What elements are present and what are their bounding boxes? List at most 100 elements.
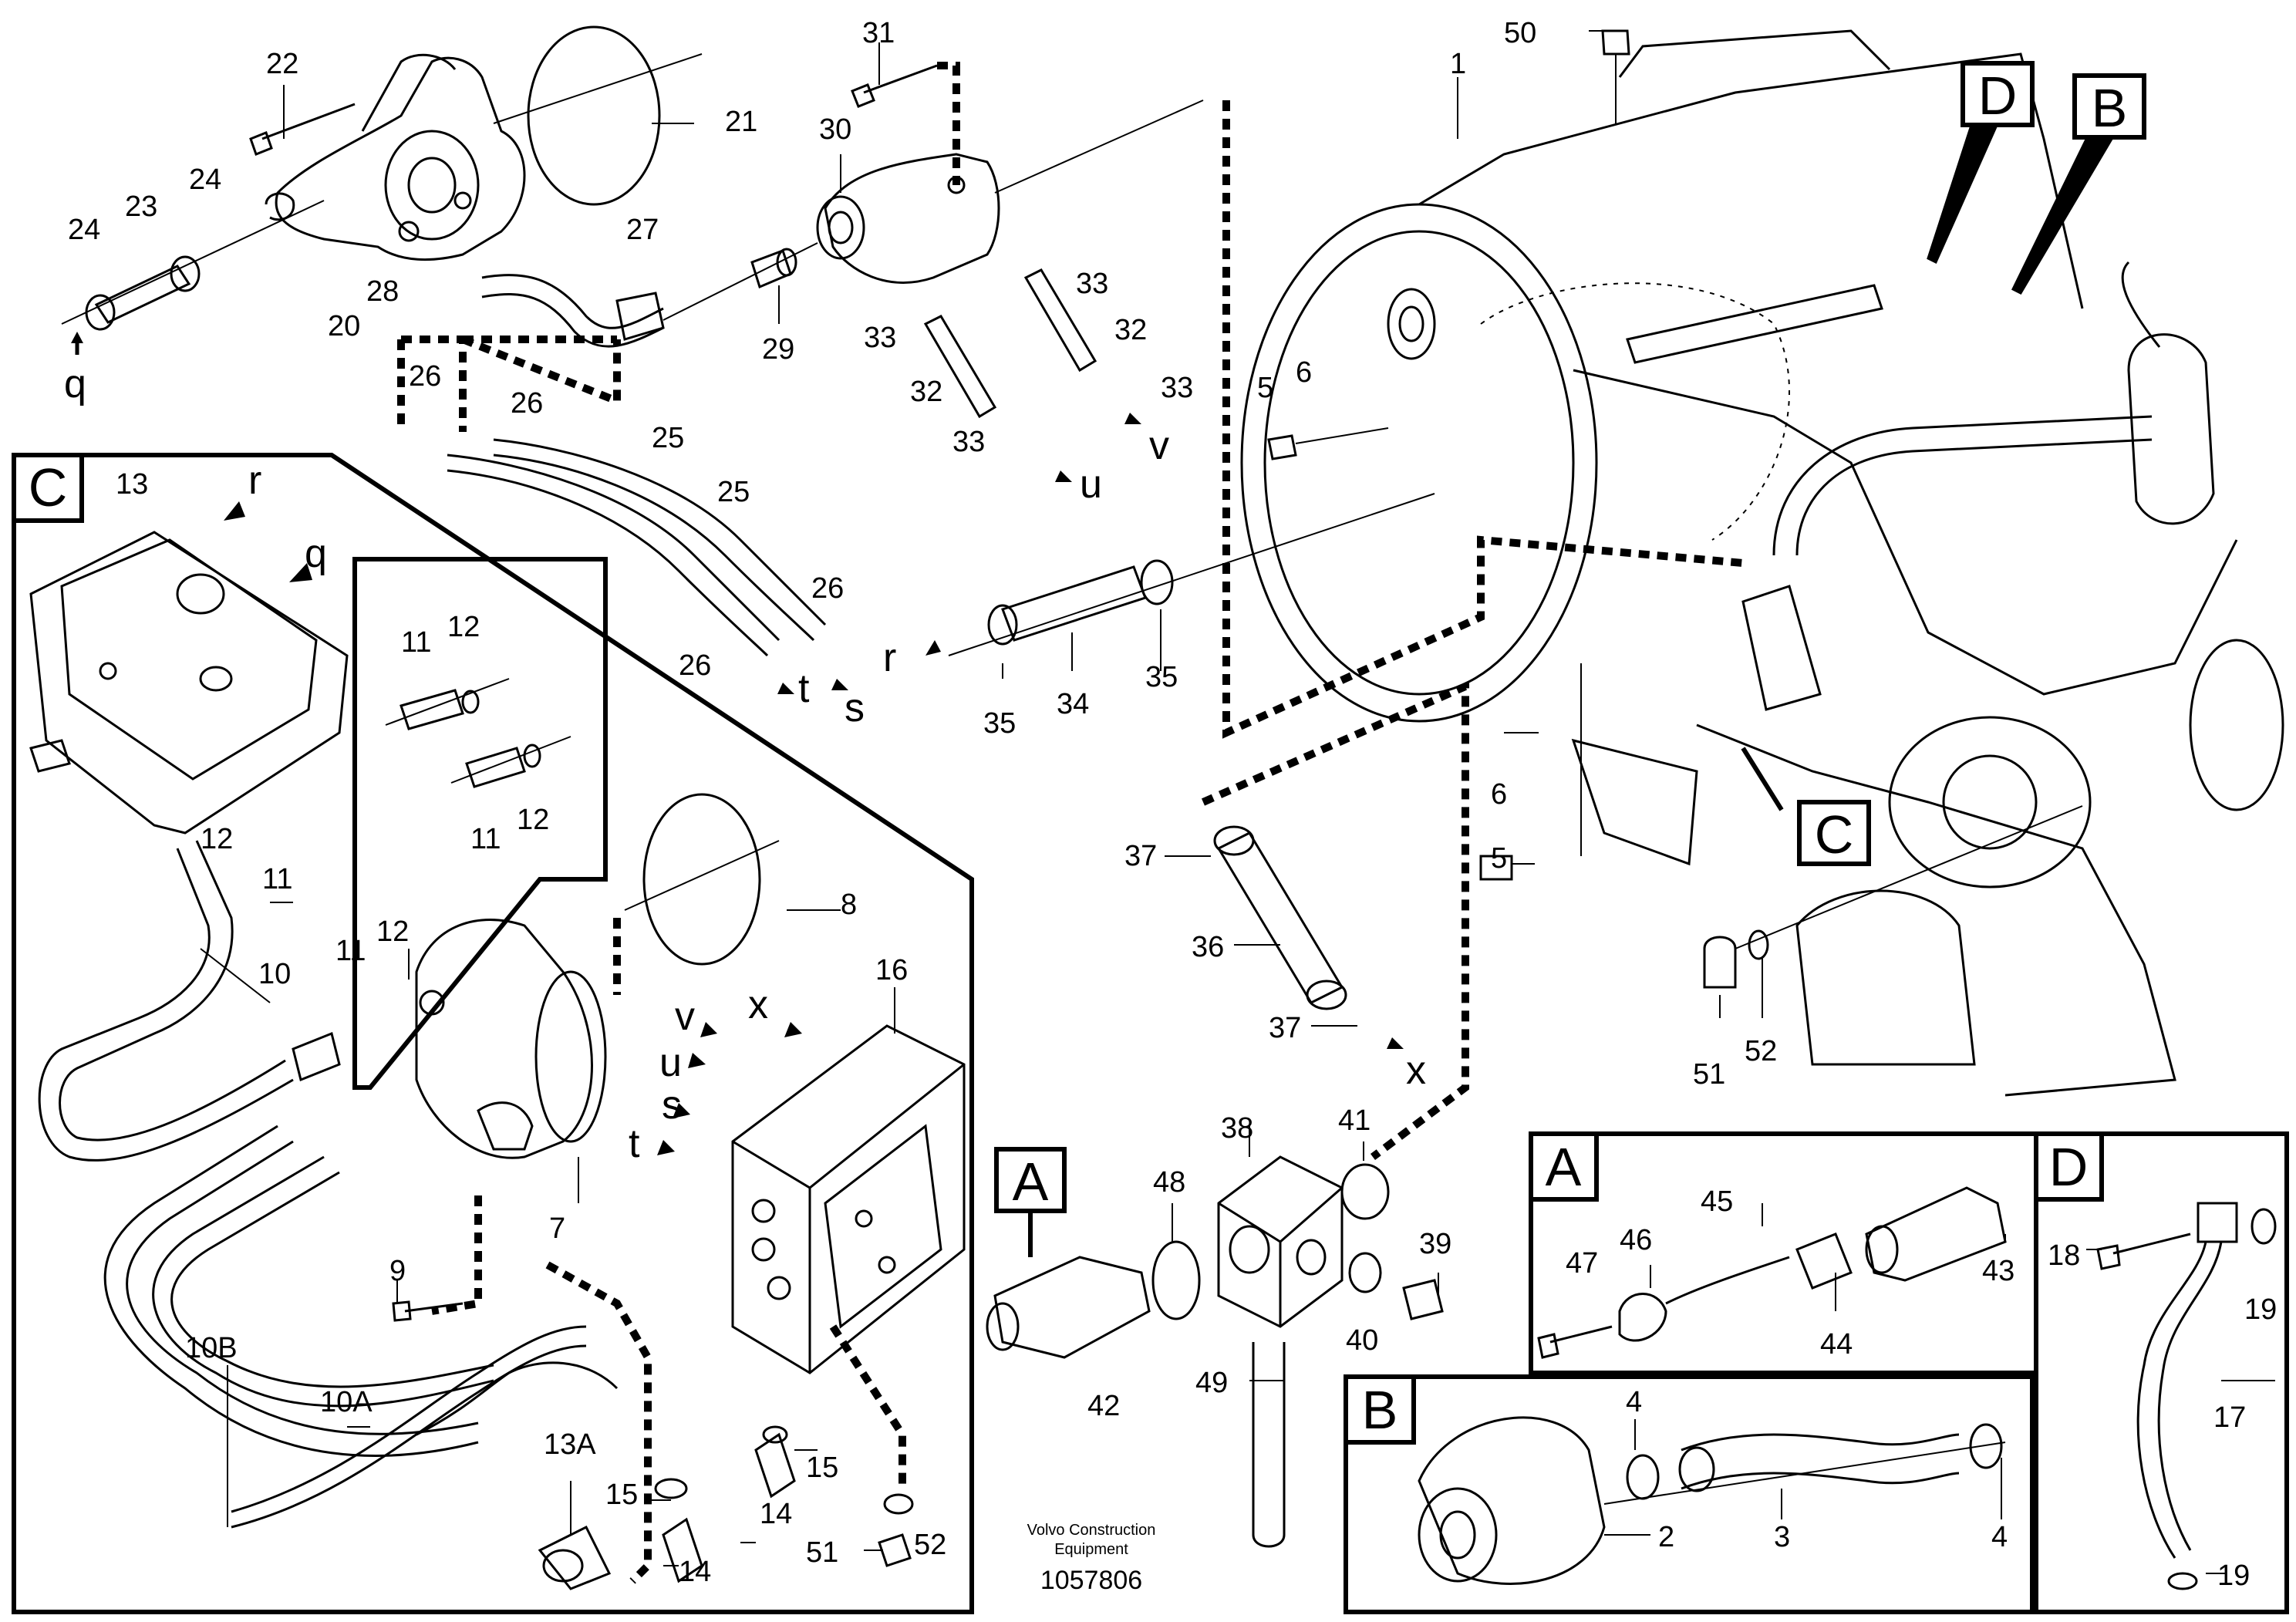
bolt-22: [249, 103, 356, 156]
callout-30: 30: [819, 113, 851, 146]
callout-3: 3: [1774, 1521, 1790, 1553]
connection-v: v: [675, 994, 695, 1039]
valve-30: [816, 153, 1000, 284]
detail-D-parts: [2096, 1202, 2277, 1590]
credit-line-1: Volvo Construction: [1027, 1522, 1156, 1539]
svg-text:C: C: [29, 457, 68, 518]
block-38: [1217, 1155, 1344, 1328]
callout-29: 29: [762, 333, 794, 366]
detail-frame-B: [1344, 1374, 2035, 1614]
callout-34: 34: [1057, 688, 1089, 720]
connection-r: r: [248, 458, 261, 503]
connection-letters: q r q r s t u v x v u s t x: [64, 332, 1426, 1166]
svg-text:B: B: [1362, 1380, 1398, 1440]
credit-line-2: Equipment: [1054, 1541, 1128, 1558]
callout-21: 21: [725, 106, 757, 138]
callout-11: 11: [335, 935, 366, 967]
svg-text:C: C: [1815, 804, 1854, 865]
marker-C-badge: C: [1797, 800, 1871, 866]
connection-u: u: [659, 1040, 682, 1085]
connection-u: u: [1080, 462, 1102, 507]
callout-43: 43: [1982, 1255, 2014, 1287]
leader-lines: [200, 30, 2275, 1574]
svg-text:A: A: [1546, 1137, 1582, 1197]
shaft-spline: [1387, 288, 1436, 360]
hose-10: [38, 840, 341, 1162]
callout-15: 15: [806, 1452, 838, 1484]
callout-33: 33: [864, 322, 896, 354]
connection-v: v: [1149, 423, 1169, 468]
detail-frame-C: [12, 453, 974, 1614]
callout-9: 9: [389, 1255, 406, 1287]
callout-12: 12: [376, 916, 409, 948]
callout-2: 2: [1658, 1521, 1674, 1553]
valve-body-16: [731, 1024, 966, 1374]
publisher-credit: Volvo Construction Equipment 1057806: [1027, 1522, 1156, 1595]
housing-7: [415, 919, 607, 1159]
tube-34: [948, 493, 1435, 656]
fitting-13A: [538, 1525, 612, 1590]
callout-51: 51: [806, 1536, 838, 1569]
connection-s: s: [662, 1083, 682, 1128]
transmission-housing-1: [1240, 29, 2284, 1097]
callout-12: 12: [517, 804, 549, 836]
connection-x: x: [1406, 1048, 1426, 1093]
callout-45: 45: [1701, 1185, 1733, 1218]
seal-40: [1348, 1252, 1382, 1293]
hoses-10A-10B: [103, 1125, 619, 1529]
callout-20: 20: [328, 310, 360, 342]
svg-text:A: A: [1013, 1152, 1049, 1212]
hoses-25: [447, 438, 827, 657]
svg-text:D: D: [2049, 1137, 2089, 1197]
hose-49: [1252, 1342, 1286, 1548]
plug-5-6-lower: [1479, 663, 1582, 881]
callout-35: 35: [1145, 661, 1178, 693]
callout-12: 12: [201, 823, 233, 855]
detail-B-parts: [1418, 1416, 2006, 1585]
callout-5: 5: [1257, 372, 1273, 404]
callout-52: 52: [1745, 1035, 1777, 1067]
marker-B-badge: B: [2072, 73, 2146, 140]
connection-x: x: [748, 983, 768, 1027]
detail-C-badge: C: [12, 453, 84, 523]
plug-51-52-left: [878, 1493, 914, 1567]
document-number: 1057806: [1040, 1566, 1142, 1595]
callout-26: 26: [511, 387, 543, 420]
callout-labels: 22 24 23 24 20 28 27 21 31 30 29 33 33 3…: [68, 17, 2277, 1592]
callout-11: 11: [470, 823, 501, 855]
callout-16: 16: [875, 954, 908, 986]
callout-13: 13: [116, 468, 148, 501]
callout-32: 32: [910, 376, 942, 408]
callout-27: 27: [626, 214, 659, 246]
plug-50: [1601, 29, 1630, 123]
callout-19: 19: [2244, 1293, 2277, 1326]
bolt-31: [851, 64, 938, 108]
seal-48: [1151, 1240, 1201, 1320]
detail-A-parts: [1537, 1186, 2007, 1359]
callout-12: 12: [447, 611, 480, 643]
callout-10B: 10B: [185, 1332, 238, 1364]
callout-24: 24: [68, 214, 100, 246]
fitting-29: [750, 248, 797, 289]
callout-6: 6: [1296, 356, 1312, 389]
callout-47: 47: [1566, 1247, 1598, 1280]
callout-33: 33: [1076, 268, 1108, 300]
callout-36: 36: [1192, 931, 1224, 963]
connection-s: s: [845, 686, 865, 730]
callout-11: 11: [401, 626, 431, 659]
callout-15: 15: [605, 1479, 638, 1511]
callout-46: 46: [1620, 1224, 1652, 1256]
svg-text:D: D: [1978, 66, 2018, 126]
callout-33: 33: [952, 426, 985, 458]
callout-25: 25: [652, 422, 684, 454]
callout-37: 37: [1124, 840, 1157, 872]
callout-51: 51: [1693, 1058, 1725, 1091]
callout-26: 26: [679, 649, 711, 682]
pipe-27: [481, 274, 665, 348]
callout-41: 41: [1338, 1104, 1371, 1137]
callout-23: 23: [125, 191, 157, 223]
callout-28: 28: [366, 275, 399, 308]
svg-text:B: B: [2092, 78, 2128, 138]
callout-8: 8: [841, 889, 857, 921]
